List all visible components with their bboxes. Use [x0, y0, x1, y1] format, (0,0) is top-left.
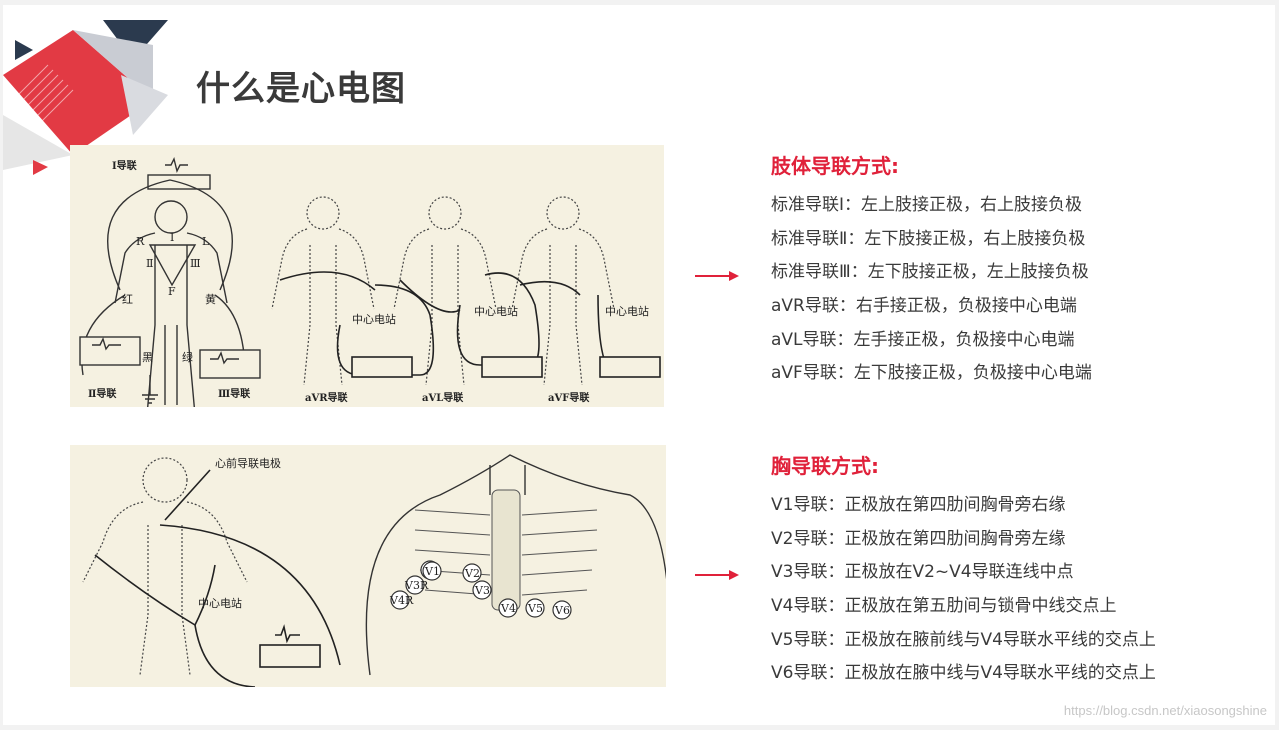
list-item: aVF导联：左下肢接正极，负极接中心电端 — [771, 363, 1092, 384]
chest-lead-list: V1导联：正极放在第四肋间胸骨旁右缘 V2导联：正极放在第四肋间胸骨旁左缘 V3… — [771, 489, 1156, 691]
avf-label: aVF导联 — [548, 391, 589, 404]
list-item: 标准导联Ⅲ：左下肢接正极，左上肢接负极 — [771, 262, 1089, 283]
v3r-label: V3R — [404, 579, 429, 592]
page-title: 什么是心电图 — [196, 69, 406, 109]
avl-central-label: 中心电站 — [474, 304, 518, 318]
label-l: L — [202, 235, 210, 248]
avf-central-label: 中心电站 — [605, 304, 649, 318]
lead-i-label: Ⅰ导联 — [112, 159, 137, 172]
list-item: aVR导联：右手接正极，负极接中心电端 — [771, 296, 1077, 317]
chest-central-label: 中心电站 — [198, 596, 242, 610]
slide: 什么是心电图 — [3, 5, 1275, 725]
lead-iii-label: Ⅲ导联 — [218, 387, 250, 400]
limb-lead-list: 标准导联Ⅰ：左上肢接正极，右上肢接负极 标准导联Ⅱ：左下肢接正极，右上肢接负极 … — [771, 189, 1092, 391]
list-item: V3导联：正极放在V2~V4导联连线中点 — [771, 562, 1074, 583]
label-yellow: 黄 — [205, 292, 216, 306]
avr-label: aVR导联 — [305, 391, 348, 404]
v5-label: V5 — [527, 602, 543, 615]
electrode-label: 心前导联电极 — [215, 456, 281, 470]
limb-lead-figure: Ⅰ导联 R L Ⅰ Ⅱ Ⅲ F 红 黄 黑 绿 Ⅱ导联 Ⅲ导联 中心电站 中心电… — [70, 145, 664, 407]
v3-label: V3 — [474, 584, 490, 597]
arrow-right-icon — [695, 570, 739, 580]
list-item: V1导联：正极放在第四肋间胸骨旁右缘 — [771, 495, 1066, 515]
list-item: 标准导联Ⅰ：左上肢接正极，右上肢接负极 — [771, 195, 1083, 215]
label-black: 黑 — [142, 351, 153, 364]
limb-lead-section: 肢体导联方式: 标准导联Ⅰ：左上肢接正极，右上肢接负极 标准导联Ⅱ：左下肢接正极… — [771, 150, 1092, 391]
avr-central-label: 中心电站 — [352, 312, 396, 326]
list-item: aVL导联：左手接正极，负极接中心电端 — [771, 329, 1075, 350]
label-red: 红 — [122, 293, 133, 306]
label-r: R — [136, 235, 145, 248]
chest-lead-section: 胸导联方式: V1导联：正极放在第四肋间胸骨旁右缘 V2导联：正极放在第四肋间胸… — [771, 450, 1156, 691]
list-item: V5导联：正极放在腋前线与V4导联水平线的交点上 — [771, 629, 1156, 650]
corner-decoration — [3, 20, 168, 175]
list-item: 标准导联Ⅱ：左下肢接正极，右上肢接负极 — [771, 228, 1086, 249]
arrow-right-icon — [695, 271, 739, 281]
label-green: 绿 — [182, 350, 193, 364]
list-item: V6导联：正极放在腋中线与V4导联水平线的交点上 — [771, 663, 1156, 684]
list-item: V4导联：正极放在第五肋间与锁骨中线交点上 — [771, 596, 1117, 617]
v4r-label: V4R — [389, 594, 414, 607]
list-item: V2导联：正极放在第四肋间胸骨旁左缘 — [771, 528, 1066, 549]
label-f: F — [168, 285, 176, 298]
limb-lead-heading: 肢体导联方式: — [771, 154, 899, 178]
v1-label: V1 — [424, 565, 440, 578]
v6-label: V6 — [554, 604, 570, 617]
avl-label: aVL导联 — [422, 391, 463, 404]
v2-label: V2 — [464, 567, 480, 580]
watermark: https://blog.csdn.net/xiaosongshine — [1063, 703, 1267, 718]
v4-label: V4 — [500, 602, 516, 615]
chest-lead-heading: 胸导联方式: — [771, 454, 879, 478]
label-i: Ⅰ — [170, 231, 174, 244]
label-ii: Ⅱ — [146, 257, 153, 270]
label-iii: Ⅲ — [190, 257, 201, 270]
lead-ii-label: Ⅱ导联 — [88, 387, 116, 400]
chest-lead-figure: 心前导联电极 中心电站 V1 V2 V3 V3R V4R V4 V5 V6 — [70, 445, 666, 687]
